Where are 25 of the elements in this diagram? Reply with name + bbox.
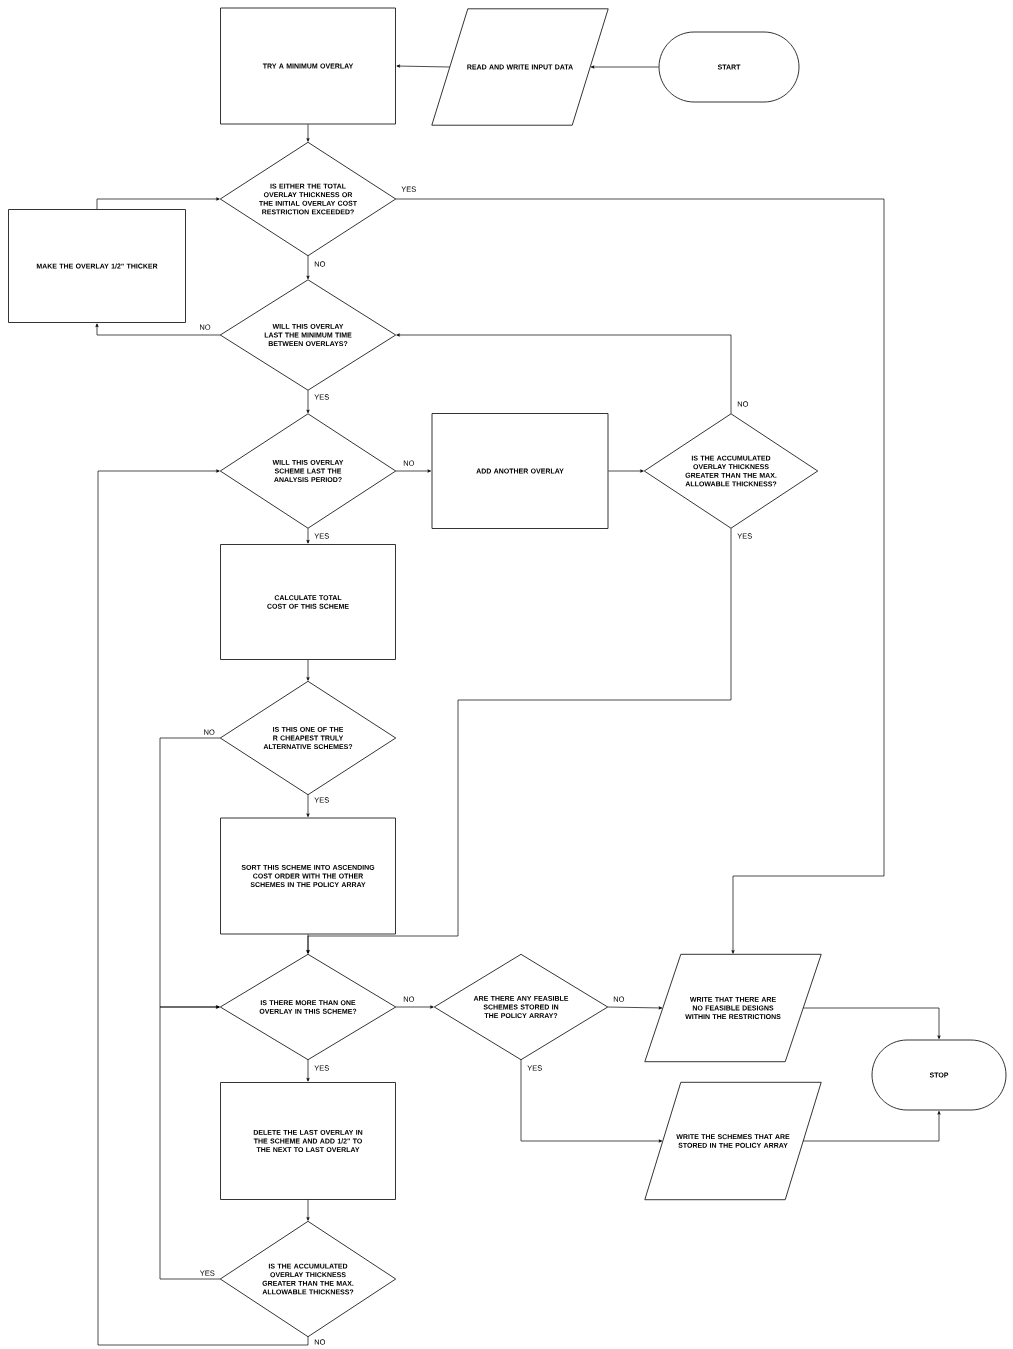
arrow <box>95 323 221 336</box>
arrow <box>306 934 310 954</box>
arrow <box>306 527 310 544</box>
arrow <box>802 1111 941 1142</box>
arrow <box>306 1059 310 1082</box>
arrow <box>159 737 221 1009</box>
arrow <box>607 1006 663 1010</box>
arrow <box>306 1199 310 1221</box>
arrow <box>306 659 310 681</box>
arrow <box>395 198 885 954</box>
arrow <box>802 1007 941 1039</box>
arrow <box>306 389 310 414</box>
arrow <box>590 65 659 69</box>
arrow <box>96 197 220 210</box>
arrow <box>520 1059 663 1143</box>
arrow <box>306 794 310 817</box>
arrow <box>159 1005 221 1280</box>
arrow <box>306 255 310 280</box>
arrow <box>395 469 431 473</box>
arrow <box>396 64 451 68</box>
arrow <box>395 1005 434 1009</box>
arrow <box>608 469 644 473</box>
arrow <box>97 469 309 1346</box>
arrow <box>396 333 732 415</box>
arrow <box>306 124 310 142</box>
